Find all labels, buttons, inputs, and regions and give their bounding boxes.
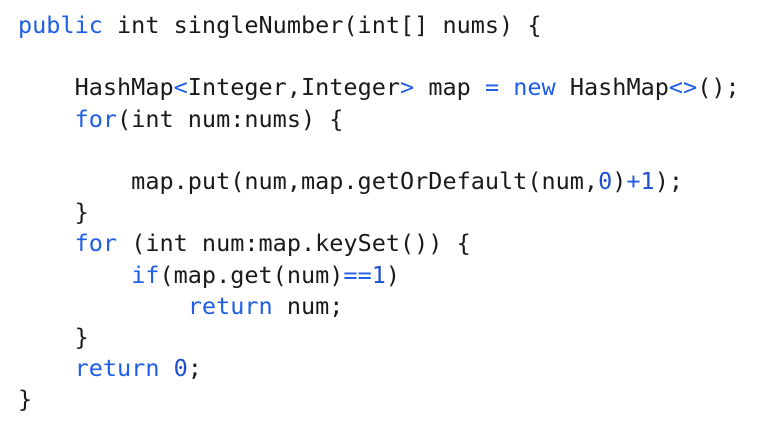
code-line: return num; (18, 291, 740, 322)
code-line: return 0; (18, 353, 740, 384)
code-line: } (18, 322, 740, 353)
code-token-keyword: return (74, 354, 160, 383)
code-token-plain: } (18, 385, 33, 414)
code-token-plain: (int num:nums) { (117, 104, 344, 133)
code-token-plain (18, 292, 188, 320)
code-token-number: 1 (640, 166, 655, 195)
code-token-plain: ) (612, 166, 627, 195)
code-token-plain (18, 229, 75, 257)
code-token-operator: > (400, 73, 415, 102)
code-token-plain: (int num:map.keySet()) { (117, 229, 471, 258)
code-token-operator: == (343, 260, 372, 289)
code-token-plain (18, 261, 131, 289)
code-token-plain (18, 354, 75, 382)
code-token-operator: = (484, 73, 500, 102)
code-token-plain: } (18, 198, 89, 227)
code-line (18, 41, 740, 72)
code-line: map.put(num,map.getOrDefault(num,0)+1); (18, 166, 740, 197)
code-token-plain: num; (272, 291, 344, 320)
code-token-operator: + (626, 166, 641, 195)
code-line: public int singleNumber(int[] nums) { (18, 10, 740, 41)
code-token-plain (499, 73, 513, 101)
code-token-number: 1 (371, 260, 386, 289)
code-token-plain: ; (187, 354, 202, 383)
code-token-plain: ) (385, 260, 401, 289)
code-token-operator: < (173, 73, 188, 102)
code-token-plain: ); (654, 166, 683, 195)
code-token-plain (18, 105, 75, 133)
code-token-number: 0 (598, 166, 613, 195)
code-block: public int singleNumber(int[] nums) { Ha… (18, 10, 740, 415)
code-token-plain: Integer,Integer (187, 73, 401, 102)
code-line: for(int num:nums) { (18, 104, 740, 135)
code-token-keyword: for (74, 104, 118, 133)
code-token-plain: (); (697, 73, 740, 102)
code-token-plain: HashMap (555, 73, 669, 102)
code-line: for (int num:map.keySet()) { (18, 228, 740, 259)
code-line: } (18, 384, 740, 415)
code-token-plain: } (18, 322, 89, 351)
code-token-operator: <> (668, 73, 698, 102)
code-token-keyword: new (513, 73, 556, 102)
code-token-plain: int singleNumber(int[] nums) { (102, 11, 542, 39)
code-token-keyword: public (18, 11, 103, 39)
code-token-keyword: for (74, 229, 118, 258)
code-token-number: 0 (173, 354, 188, 383)
code-token-plain: HashMap (18, 73, 174, 102)
code-token-plain: map (414, 73, 485, 102)
code-token-plain: map.put(num,map.getOrDefault(num, (18, 166, 599, 195)
code-token-keyword: return (187, 291, 273, 320)
code-token-keyword: if (131, 260, 160, 289)
code-line (18, 135, 740, 166)
code-token-plain: (map.get(num) (159, 260, 344, 289)
code-line: HashMap<Integer,Integer> map = new HashM… (18, 72, 740, 103)
code-line: if(map.get(num)==1) (18, 260, 740, 291)
code-token-plain (159, 354, 173, 382)
code-line: } (18, 197, 740, 228)
